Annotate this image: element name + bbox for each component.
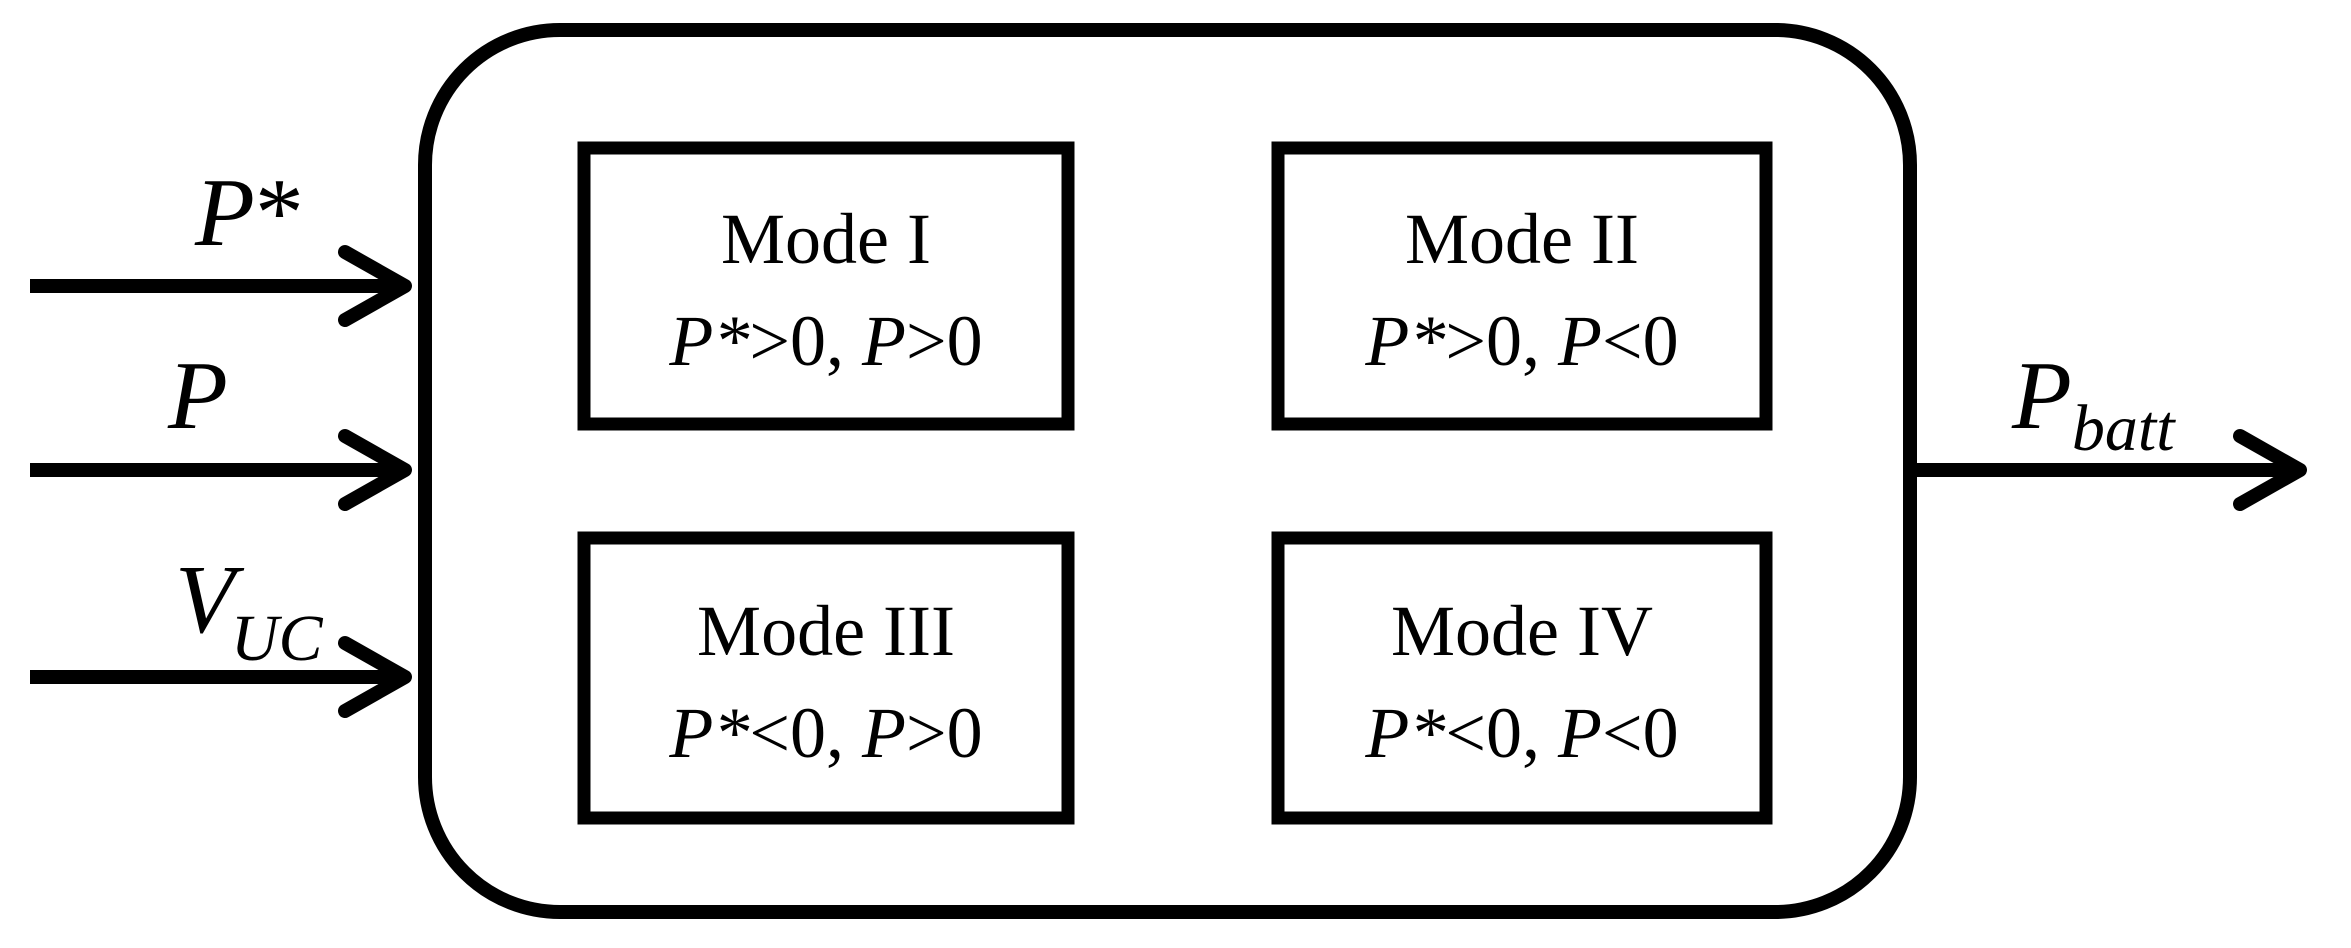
output-label-p-batt: Pbatt	[2011, 342, 2176, 465]
input-arrow-v-uc	[30, 636, 412, 718]
input-label-p: P	[167, 342, 228, 450]
input-label-v-uc: VUC	[175, 546, 324, 675]
mode-box-4: Mode IV P*<0, P<0	[1271, 531, 1773, 825]
mode-1-condition: P*>0, P>0	[668, 301, 982, 381]
mode-2-condition: P*>0, P<0	[1364, 301, 1678, 381]
input-label-p-star: P*	[194, 159, 304, 267]
input-arrow-p	[30, 429, 412, 511]
mode-box-3: Mode III P*<0, P>0	[577, 531, 1075, 825]
mode-3-title: Mode III	[697, 591, 955, 671]
mode-4-title: Mode IV	[1391, 591, 1653, 671]
mode-4-condition: P*<0, P<0	[1364, 693, 1678, 773]
mode-1-title: Mode I	[721, 199, 931, 279]
mode-box-1: Mode I P*>0, P>0	[577, 141, 1075, 431]
input-arrow-p-star	[30, 245, 412, 327]
output-arrow-p-batt	[1915, 429, 2307, 511]
mode-3-condition: P*<0, P>0	[668, 693, 982, 773]
mode-box-2: Mode II P*>0, P<0	[1271, 141, 1773, 431]
mode-2-title: Mode II	[1405, 199, 1639, 279]
